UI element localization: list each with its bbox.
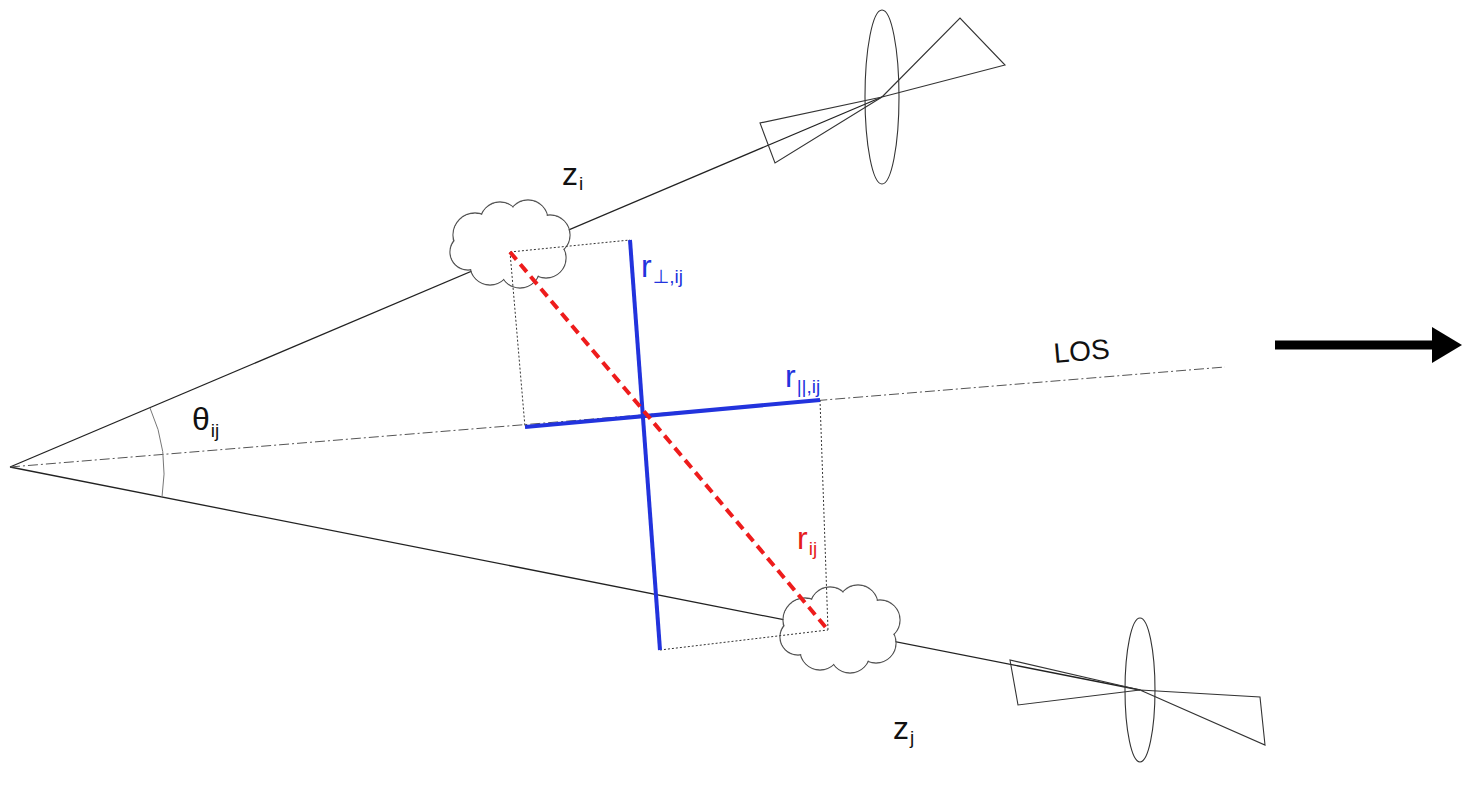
projection-line [510,240,828,650]
parallel-symbol: r [785,360,796,392]
separation-subscript: ij [809,539,817,558]
sight-line [10,97,882,467]
redshift-symbol: z [893,712,909,744]
sight-line [10,467,1140,690]
los-label: LOS [1053,335,1111,368]
perpendicular-symbol: r [641,250,652,282]
parallel-subscript: ||,ij [797,377,821,396]
direction-arrowhead [1432,327,1462,363]
angle-arc [150,408,164,497]
gas-cloud [780,585,900,673]
angle-symbol: θ [192,403,210,435]
separation-vector [510,252,828,630]
perpendicular-component [630,240,660,650]
gas-cloud [450,200,570,288]
separation-symbol: r [797,522,808,554]
perpendicular-subscript: ⊥,ij [653,267,683,286]
redshift-subscript: j [910,728,914,747]
redshift-subscript: i [579,174,583,193]
redshift-symbol: z [562,158,578,190]
telescope [1010,618,1265,762]
direction-arrow [1275,341,1440,350]
telescope [760,10,1005,184]
angle-subscript: ij [211,421,219,440]
parallel-component [525,400,820,427]
